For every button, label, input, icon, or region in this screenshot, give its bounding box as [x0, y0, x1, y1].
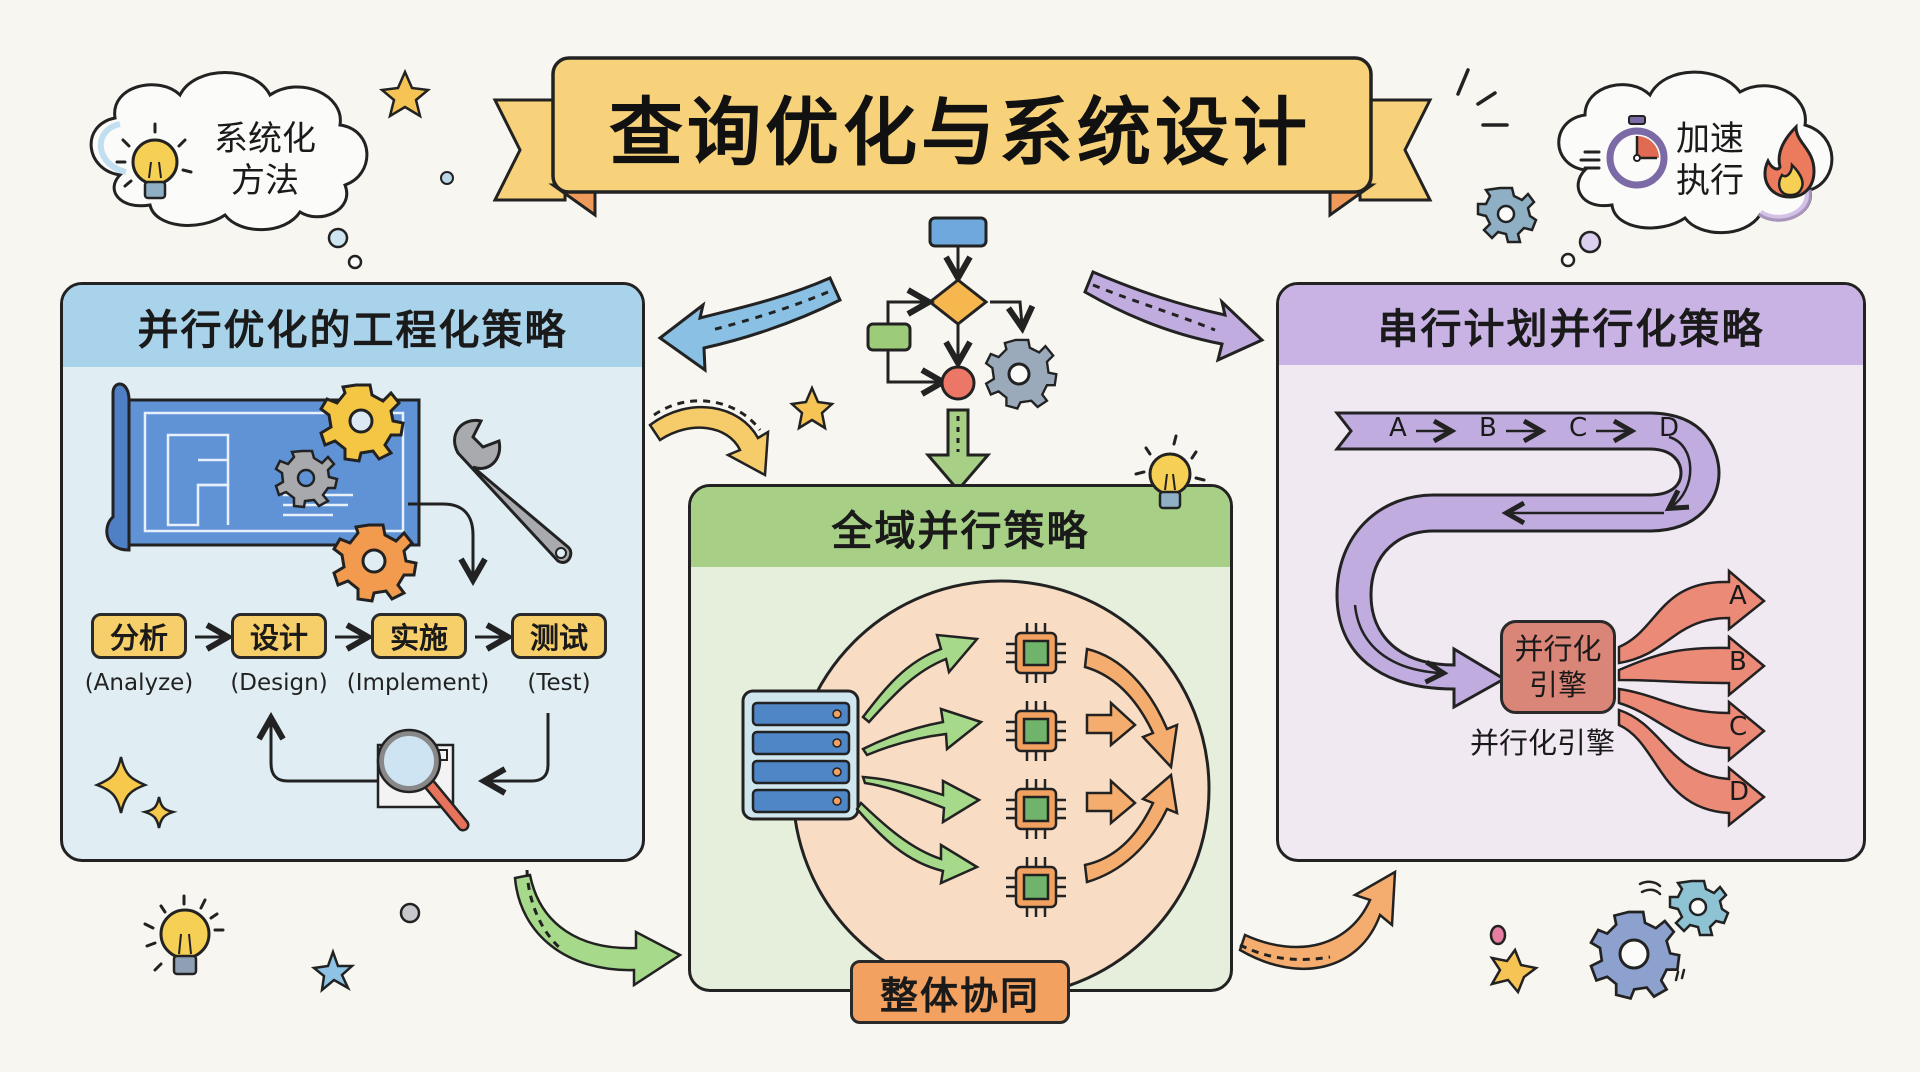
processor-chip-icon [1006, 623, 1066, 683]
page-title: 查询优化与系统设计 [609, 89, 1311, 176]
dot-decoration [399, 902, 421, 924]
flowchart-icon [866, 216, 1058, 493]
step-implement-english: (Implement) [346, 670, 490, 696]
title-banner [492, 56, 1509, 218]
dot-decoration [440, 171, 454, 185]
sparkle-icon [140, 796, 178, 829]
serial-to-parallel-illustration [1333, 411, 1766, 828]
gear-icon [1476, 186, 1538, 244]
panel-global-parallel-title: 全域并行策略 [831, 507, 1090, 555]
parallel-engine-caption: 并行化引擎 [1470, 726, 1616, 760]
cloud-left-line1: 系统化 [214, 119, 316, 159]
output-label-b: B [1729, 647, 1747, 677]
arrow-to-right-panel [1083, 270, 1265, 363]
cloud-bubble-small [327, 227, 349, 249]
arrow-into-center-panel [648, 399, 770, 478]
input-arrow [861, 707, 984, 757]
cloud-left-line2: 方法 [231, 161, 299, 201]
flame-icon [1763, 123, 1816, 199]
engineering-illustration [93, 382, 573, 832]
input-arrow [861, 633, 980, 724]
panel-global-parallel: 全域并行策略 [688, 484, 1233, 992]
engine-box-line2: 引擎 [1528, 668, 1587, 702]
step-test: 测试 [511, 613, 607, 659]
output-arrows [1083, 647, 1179, 884]
processor-chip-icon [1006, 779, 1066, 839]
output-label-c: C [1729, 712, 1748, 742]
input-arrow [861, 775, 982, 825]
arrow-to-left-panel [657, 276, 842, 374]
output-arrow [1085, 700, 1137, 748]
serial-step-b: B [1479, 413, 1497, 443]
panel-engineering-strategy: 并行优化的工程化策略 [60, 282, 645, 862]
magnifier-icon [376, 728, 470, 832]
engine-box-line1: 并行化 [1514, 632, 1602, 666]
step-label: 测试 [529, 621, 588, 655]
panel-global-parallel-header: 全域并行策略 [691, 487, 1230, 567]
step-test-english: (Test) [527, 670, 591, 696]
database-server-icon [741, 689, 860, 821]
panel-serial-plan-parallelization-title: 串行计划并行化策略 [1377, 305, 1765, 353]
cloud-left-text: 系统化 方法 [200, 118, 330, 202]
lightbulb-icon [115, 122, 193, 200]
panel-serial-plan-parallelization: 串行计划并行化策略 A B C D A B C D [1276, 282, 1866, 862]
processor-chip-icon [1006, 701, 1066, 761]
feedback-loop-arrow [271, 713, 550, 781]
output-arrow-a [1617, 568, 1766, 665]
step-label: 实施 [389, 621, 448, 655]
step-label: 分析 [109, 621, 168, 655]
output-arrow [1085, 778, 1137, 826]
cloud-right-line2: 执行 [1676, 161, 1744, 201]
step-design: 设计 [231, 613, 327, 659]
panel-serial-plan-parallelization-header: 串行计划并行化策略 [1279, 285, 1863, 365]
step-implement: 实施 [371, 613, 467, 659]
serial-step-d: D [1659, 413, 1680, 443]
serial-step-c: C [1569, 413, 1588, 443]
step-label: 设计 [249, 621, 308, 655]
cloud-right [1557, 70, 1834, 268]
output-arrow-d [1617, 708, 1766, 828]
cloud-right-text: 加速 执行 [1670, 118, 1750, 202]
step-design-english: (Design) [230, 670, 328, 696]
star-icon [310, 948, 356, 994]
serial-step-a: A [1389, 413, 1407, 443]
input-arrow [855, 801, 980, 886]
gear-icon [332, 523, 418, 603]
gear-icon [319, 383, 405, 463]
wrench-icon [453, 418, 573, 564]
lightbulb-icon [143, 894, 225, 976]
cloud-right-line1: 加速 [1676, 119, 1744, 159]
step-analyze-english: (Analyze) [84, 670, 194, 696]
stopwatch-icon [1579, 115, 1668, 189]
input-arrows [855, 633, 984, 886]
star-icon [378, 68, 432, 119]
overall-synergy-text: 整体协同 [879, 973, 1040, 1018]
overall-synergy-label: 整体协同 [850, 960, 1070, 1024]
arrow-green-to-center [513, 869, 683, 988]
parallel-engine-box: 并行化 引擎 [1500, 620, 1616, 714]
output-arrow [1083, 647, 1179, 770]
step-analyze: 分析 [91, 613, 187, 659]
output-arrow-c [1617, 687, 1766, 763]
output-label-d: D [1729, 777, 1750, 807]
output-label-a: A [1729, 581, 1747, 611]
gears-icon [1589, 879, 1730, 1000]
parallel-output-arrows [1617, 568, 1766, 828]
gear-icon [274, 449, 339, 509]
output-arrow-b [1617, 634, 1766, 698]
processor-chip-icon [1006, 857, 1066, 917]
processor-chips [1006, 623, 1066, 917]
global-parallel-illustration [741, 579, 1211, 989]
dot-decoration [1489, 924, 1507, 946]
arrow-orange-to-right [1238, 869, 1397, 971]
star-icon [1489, 947, 1539, 995]
output-arrow [1083, 772, 1179, 884]
panel-engineering-strategy-header: 并行优化的工程化策略 [63, 285, 642, 367]
star-icon [789, 384, 835, 431]
sparkle-icon [93, 756, 149, 814]
panel-engineering-strategy-title: 并行优化的工程化策略 [137, 306, 568, 354]
